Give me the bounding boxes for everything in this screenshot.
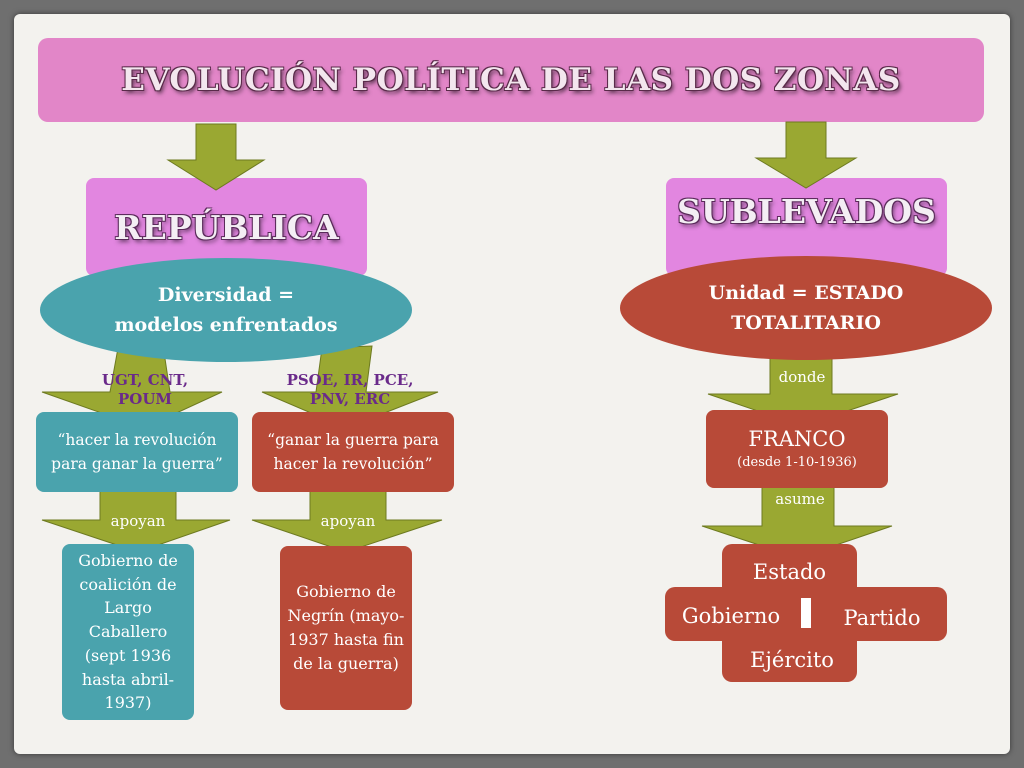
asume-label: asume — [775, 490, 825, 508]
cross-partido: Partido — [843, 606, 921, 630]
negrin-line-4: de la guerra) — [293, 654, 399, 673]
negrin-box: Gobierno de Negrín (mayo- 1937 hasta fin… — [280, 546, 412, 710]
right-quote-line-1: “ganar la guerra para — [267, 430, 439, 449]
largo-caballero-box: Gobierno de coalición de Largo Caballero… — [62, 544, 194, 720]
negrin-line-1: Gobierno de — [296, 582, 396, 601]
left-group-label-line-1: UGT, CNT, — [101, 371, 189, 390]
negrin-line-3: 1937 hasta fin — [288, 630, 404, 649]
largo-line-6: hasta abril- — [81, 669, 175, 689]
sublevados-heading-text: SUBLEVADOS — [677, 192, 936, 231]
right-group-label-line-2: PNV, ERC — [309, 390, 391, 408]
largo-line-3: Largo — [104, 598, 152, 618]
cross-gobierno: Gobierno — [681, 604, 781, 628]
right-quote-line-2: hacer la revolución” — [273, 455, 433, 473]
cross-estado: Estado — [752, 560, 827, 584]
largo-line-4: Caballero — [88, 622, 168, 642]
arrow-title-to-sublevados — [754, 121, 858, 189]
cross-ejercito: Ejército — [750, 648, 834, 672]
diversidad-line-2: modelos enfrentados — [114, 314, 338, 336]
cross-center-mark — [801, 598, 811, 628]
left-group-label-line-2: POUM — [117, 390, 173, 408]
page-title-text: EVOLUCIÓN POLÍTICA DE LAS DOS ZONAS — [121, 62, 901, 98]
right-group-label-line-1: PSOE, IR, PCE, — [286, 371, 414, 390]
left-quote-line-1: “hacer la revolución — [57, 430, 217, 449]
largo-line-5: (sept 1936 — [84, 645, 172, 665]
arrow-asume — [701, 485, 893, 559]
page-title: EVOLUCIÓN POLÍTICA DE LAS DOS ZONAS — [38, 38, 984, 122]
arrow-diversidad-to-right — [261, 345, 439, 429]
left-quote-line-2: para ganar la guerra” — [51, 455, 223, 473]
diversidad-line-1: Diversidad = — [157, 283, 295, 306]
arrow-title-to-republica — [166, 123, 266, 191]
franco-date: (desde 1-10-1936) — [737, 454, 857, 470]
franco-name: FRANCO — [748, 427, 846, 452]
unidad-line-1: Unidad = ESTADO — [708, 281, 904, 304]
unidad-ellipse: Unidad = ESTADO TOTALITARIO — [620, 256, 992, 360]
right-apoyan-label: apoyan — [320, 512, 376, 530]
unidad-line-2: TOTALITARIO — [731, 312, 881, 334]
right-quote-box: “ganar la guerra para hacer la revolució… — [252, 412, 454, 492]
republica-heading-text: REPÚBLICA — [114, 207, 339, 247]
left-group-label: UGT, CNT, POUM — [60, 368, 230, 412]
left-apoyan-label: apoyan — [110, 512, 166, 530]
diversidad-ellipse: Diversidad = modelos enfrentados — [40, 258, 412, 362]
republica-heading: REPÚBLICA — [86, 178, 367, 276]
right-group-label: PSOE, IR, PCE, PNV, ERC — [262, 368, 438, 412]
largo-line-2: coalición de — [79, 574, 177, 594]
left-quote-box: “hacer la revolución para ganar la guerr… — [36, 412, 238, 492]
donde-label: donde — [778, 368, 826, 386]
largo-line-1: Gobierno de — [78, 551, 178, 571]
negrin-line-2: Negrín (mayo- — [287, 606, 405, 625]
largo-line-7: 1937) — [104, 693, 152, 713]
franco-box: FRANCO (desde 1-10-1936) — [706, 410, 888, 488]
